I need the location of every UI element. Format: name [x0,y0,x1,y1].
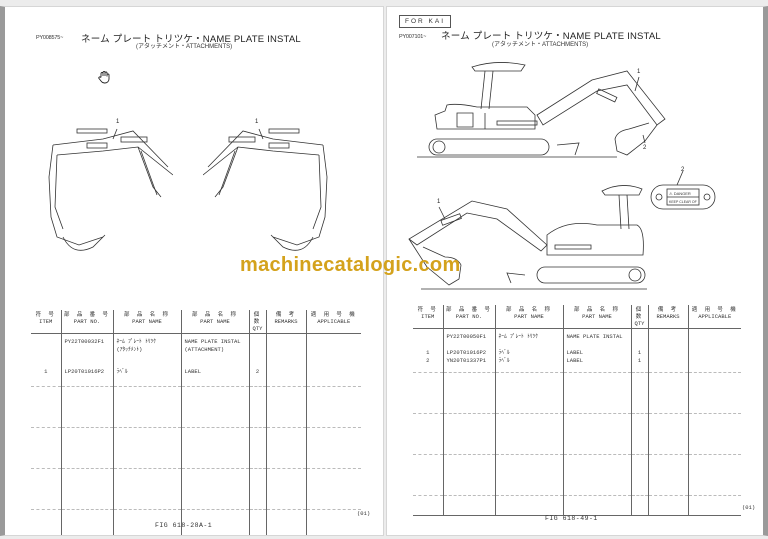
table-row-empty [413,495,741,516]
excavator-side-view-top: 1 2 [417,55,677,165]
table-row-empty [31,427,361,469]
callout-2: 2 [681,167,685,173]
table-row: (ｱﾀｯﾁﾒﾝﾄ) (ATTACHMENT) [31,346,361,368]
serial-range: PY008575~ [36,35,64,41]
callout-1: 1 [116,119,120,125]
page-title: ネーム プレート トリツケ・NAME PLATE INSTAL [81,34,301,45]
table-row: 1 LP20T01016P2 ﾗﾍﾞﾙ LABEL 1 [413,348,741,357]
callout-1: 1 [255,119,259,125]
svg-text:⚠ DANGER: ⚠ DANGER [669,191,691,196]
callout-2: 2 [643,145,647,151]
figure-label: FIG 618-28A-1 [155,522,213,529]
excavator-side-view-bottom: 1 [397,179,657,294]
table-row-empty [31,468,361,510]
table-row-empty [31,386,361,428]
table-row: 1 LP20T01016P2 ﾗﾍﾞﾙ LABEL 2 [31,368,361,387]
boom-drawing-right: 1 [203,117,333,257]
table-row: PY22T00032F1 ﾈｰﾑ ﾌﾟﾚｰﾄ ﾄﾘﾂｹ NAME PLATE I… [31,333,361,346]
page-number: (01) [742,504,756,511]
page-number: (01) [357,510,371,517]
serial-range: PY007101~ [399,34,427,40]
svg-text:KEEP CLEAR OF: KEEP CLEAR OF [669,200,697,204]
table-row-empty [413,413,741,455]
table-row: 2 YN20T01337P1 ﾗﾍﾞﾙ LABEL 1 [413,356,741,373]
callout-1: 1 [437,199,441,205]
callout-1: 1 [637,69,641,75]
left-page: PY008575~ ネーム プレート トリツケ・NAME PLATE INSTA… [0,6,384,536]
table-row-empty [31,509,361,535]
table-row: PY22T00050F1 ﾈｰﾑ ﾌﾟﾚｰﾄ ﾄﾘﾂｹ NAME PLATE I… [413,328,741,349]
right-page: FOR KAI PY007101~ ネーム プレート トリツケ・NAME PLA… [386,6,768,536]
figure-label: FIG 618-49-1 [545,515,598,522]
page-subtitle: (アタッチメント・ATTACHMENTS) [136,44,233,50]
page-subtitle: (アタッチメント・ATTACHMENTS) [492,42,589,48]
table-row-empty [413,454,741,496]
table-row-empty [413,372,741,414]
page-title: ネーム プレート トリツケ・NAME PLATE INSTAL [441,31,661,42]
watermark-text: machinecatalogic.com [240,254,461,276]
boom-drawing-left: 1 [43,117,173,257]
danger-decal-drawing: ⚠ DANGER KEEP CLEAR OF 2 [649,167,719,213]
hand-pan-icon [98,71,110,84]
model-badge: FOR KAI [399,15,452,28]
